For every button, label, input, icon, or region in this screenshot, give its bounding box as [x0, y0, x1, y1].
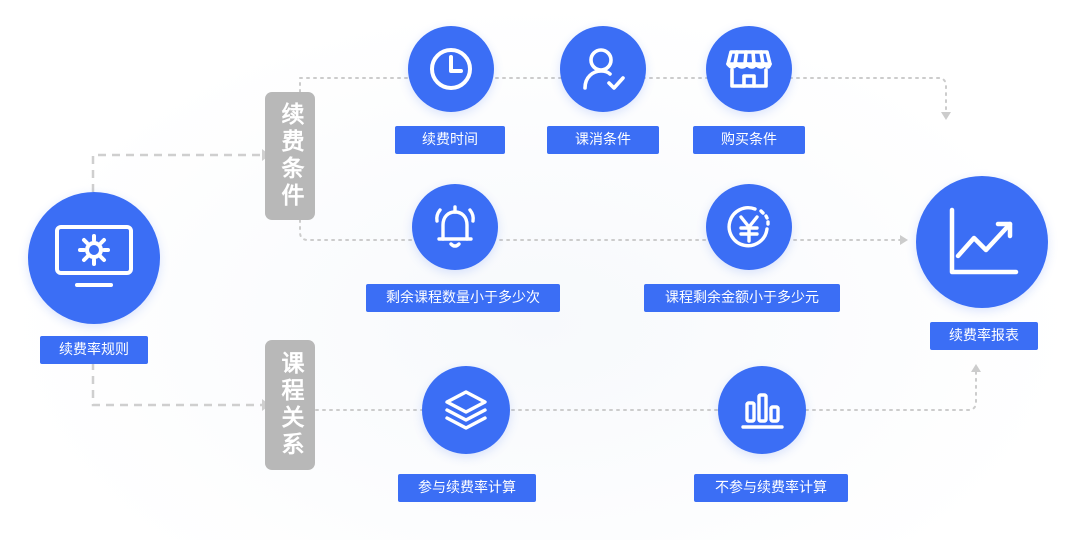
- node-label: 课程剩余金额小于多少元: [644, 284, 840, 312]
- result-node-circle: [916, 176, 1048, 308]
- user-check-icon: [583, 48, 625, 90]
- flow-middle-arrow: [900, 235, 908, 245]
- branch-upper: [91, 153, 262, 192]
- monitor-gear-icon: [55, 225, 133, 287]
- node-label: 不参与续费率计算: [694, 474, 848, 502]
- node-label: 购买条件: [693, 126, 805, 154]
- layers-icon: [445, 390, 487, 430]
- flow-middle: [299, 219, 901, 241]
- category-label: 续费条件: [277, 102, 303, 210]
- node-label: 剩余课程数量小于多少次: [366, 284, 560, 312]
- node-consumption-condition: [560, 26, 646, 112]
- flow-bottom: [315, 371, 977, 411]
- flow-top: [299, 77, 947, 113]
- category-label: 课程关系: [277, 351, 303, 459]
- node-purchase-condition: [706, 26, 792, 112]
- flow-bottom-arrow: [971, 364, 981, 372]
- line-chart-icon: [949, 207, 1019, 275]
- node-included: [422, 366, 510, 454]
- result-label: 续费率报表: [930, 322, 1038, 350]
- node-label: 参与续费率计算: [398, 474, 536, 502]
- branch-lower: [91, 362, 262, 407]
- category-renewal-conditions: 续费条件: [265, 92, 315, 220]
- bar-chart-icon: [741, 393, 784, 429]
- node-label: 续费时间: [395, 126, 505, 154]
- node-remaining-count: [412, 184, 498, 270]
- source-node-circle: [28, 192, 160, 324]
- clock-icon: [430, 48, 472, 90]
- store-icon: [726, 50, 772, 88]
- node-label: 课消条件: [547, 126, 659, 154]
- bell-icon: [435, 205, 475, 248]
- source-label: 续费率规则: [40, 336, 148, 364]
- yen-coin-icon: [727, 206, 770, 248]
- node-excluded: [718, 366, 806, 454]
- category-course-relation: 课程关系: [265, 340, 315, 470]
- flow-top-arrow: [941, 112, 951, 120]
- node-renewal-time: [408, 26, 494, 112]
- node-remaining-amount: [706, 184, 792, 270]
